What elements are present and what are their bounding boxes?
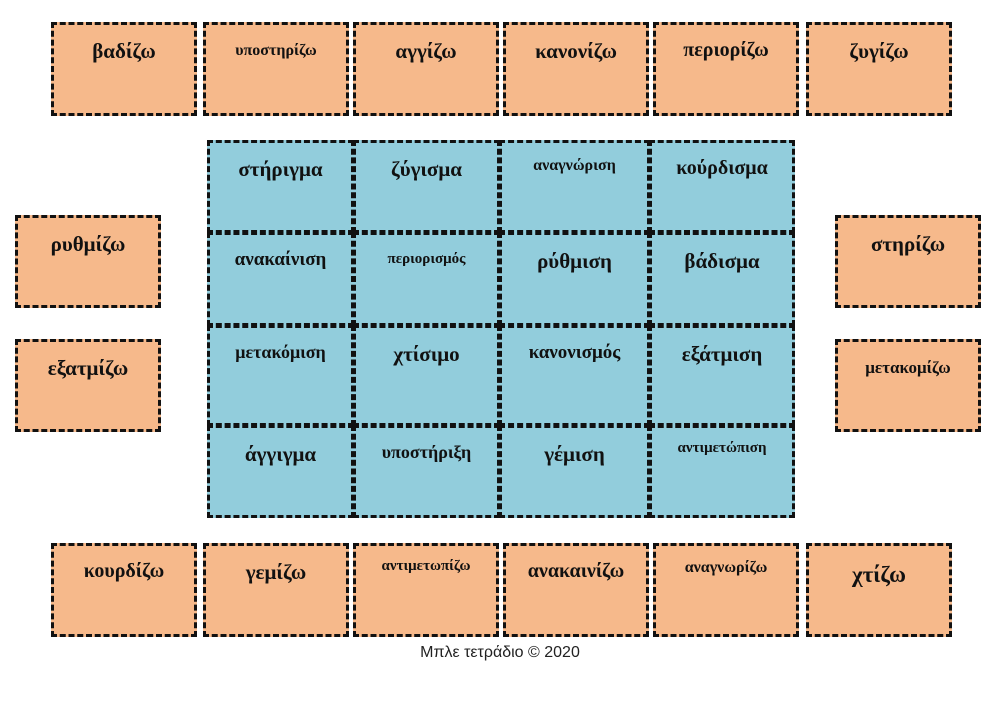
noun-card[interactable]: χτίσιμο <box>353 325 500 426</box>
verb-card[interactable]: υποστηρίζω <box>203 22 349 116</box>
noun-card[interactable]: μετακόμιση <box>207 325 354 426</box>
noun-card[interactable]: κανονισμός <box>499 325 650 426</box>
verb-card[interactable]: εξατμίζω <box>15 339 161 432</box>
verb-card[interactable]: κανονίζω <box>503 22 649 116</box>
noun-card[interactable]: υποστήριξη <box>353 425 500 518</box>
noun-card[interactable]: ζύγισμα <box>353 140 500 233</box>
verb-card[interactable]: ρυθμίζω <box>15 215 161 308</box>
noun-card[interactable]: εξάτμιση <box>649 325 795 426</box>
verb-card[interactable]: στηρίζω <box>835 215 981 308</box>
noun-card[interactable]: ανακαίνιση <box>207 232 354 326</box>
noun-card[interactable]: αντιμετώπιση <box>649 425 795 518</box>
verb-card[interactable]: περιορίζω <box>653 22 799 116</box>
verb-card[interactable]: κουρδίζω <box>51 543 197 637</box>
noun-card[interactable]: περιορισμός <box>353 232 500 326</box>
verb-card[interactable]: αντιμετωπίζω <box>353 543 499 637</box>
noun-card[interactable]: κούρδισμα <box>649 140 795 233</box>
copyright-footer: Μπλε τετράδιο © 2020 <box>420 644 580 661</box>
noun-card[interactable]: γέμιση <box>499 425 650 518</box>
verb-card[interactable]: ζυγίζω <box>806 22 952 116</box>
noun-card[interactable]: άγγιγμα <box>207 425 354 518</box>
verb-card[interactable]: ανακαινίζω <box>503 543 649 637</box>
verb-card[interactable]: βαδίζω <box>51 22 197 116</box>
verb-card[interactable]: χτίζω <box>806 543 952 637</box>
noun-card[interactable]: στήριγμα <box>207 140 354 233</box>
noun-card[interactable]: αναγνώριση <box>499 140 650 233</box>
noun-card[interactable]: βάδισμα <box>649 232 795 326</box>
verb-card[interactable]: αγγίζω <box>353 22 499 116</box>
verb-card[interactable]: αναγνωρίζω <box>653 543 799 637</box>
verb-card[interactable]: μετακομίζω <box>835 339 981 432</box>
noun-card[interactable]: ρύθμιση <box>499 232 650 326</box>
verb-card[interactable]: γεμίζω <box>203 543 349 637</box>
